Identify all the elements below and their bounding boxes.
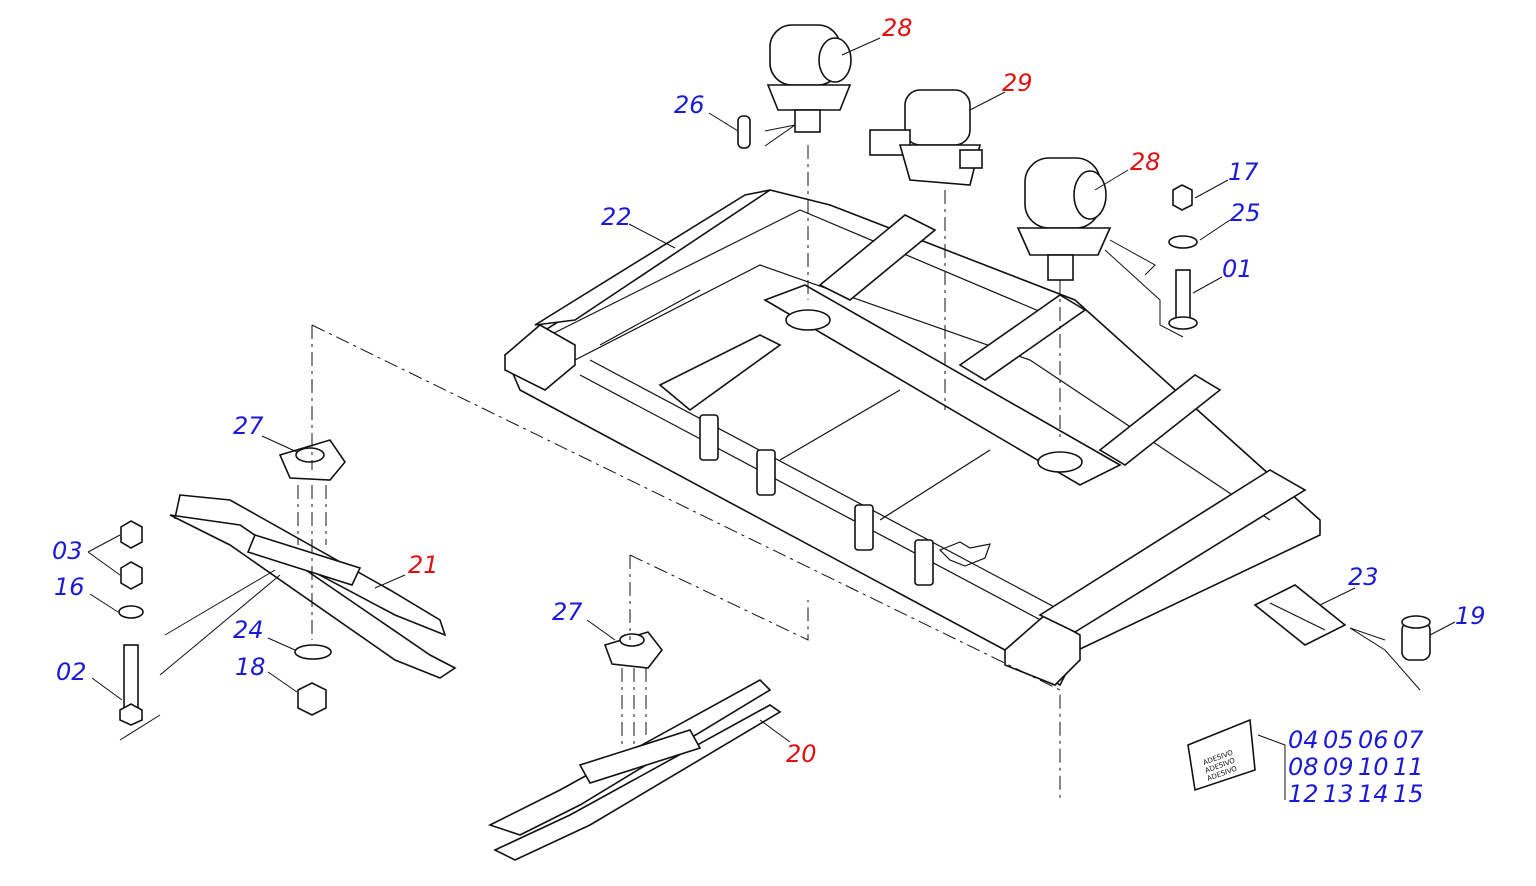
callout-26: 26 bbox=[674, 91, 705, 119]
sticker-num-07: 07 bbox=[1393, 726, 1424, 754]
sticker-num-14: 14 bbox=[1358, 780, 1389, 808]
callout-27-center: 27 bbox=[552, 598, 583, 626]
sticker-num-05: 05 bbox=[1323, 726, 1354, 754]
gearbox-center bbox=[869, 89, 983, 186]
plate-part bbox=[1253, 584, 1347, 646]
callout-labels: 28 29 28 26 22 17 25 01 27 27 03 16 02 2… bbox=[52, 14, 1486, 768]
callout-28-left: 28 bbox=[882, 14, 913, 42]
sticker-num-15: 15 bbox=[1393, 780, 1424, 808]
bolt-set-right bbox=[1168, 184, 1198, 330]
key-part bbox=[737, 115, 751, 149]
blade-20 bbox=[487, 679, 782, 861]
callout-03: 03 bbox=[52, 537, 83, 565]
callout-25: 25 bbox=[1230, 199, 1261, 227]
callout-27-left: 27 bbox=[233, 412, 264, 440]
sticker-num-12: 12 bbox=[1288, 780, 1319, 808]
washer-part bbox=[294, 644, 332, 660]
sticker-num-08: 08 bbox=[1288, 753, 1319, 781]
callout-21: 21 bbox=[408, 551, 439, 579]
sticker-num-11: 11 bbox=[1393, 753, 1424, 781]
gearbox-right bbox=[1016, 157, 1112, 281]
sticker-num-04: 04 bbox=[1288, 726, 1319, 754]
assembly-centerlines bbox=[297, 145, 1061, 800]
callout-16: 16 bbox=[54, 573, 85, 601]
callout-24: 24 bbox=[233, 616, 264, 644]
callout-19: 19 bbox=[1455, 602, 1486, 630]
nut-part bbox=[297, 682, 327, 716]
sticker-num-09: 09 bbox=[1323, 753, 1354, 781]
sticker-num-13: 13 bbox=[1323, 780, 1354, 808]
sticker-number-grid: 04 05 06 07 08 09 10 11 12 13 14 15 bbox=[1288, 726, 1424, 808]
blade-hub-center bbox=[603, 631, 664, 669]
sticker-num-06: 06 bbox=[1358, 726, 1389, 754]
callout-28-right: 28 bbox=[1130, 148, 1161, 176]
sticker-packet: ADESIVO ADESIVO ADESIVO bbox=[1187, 718, 1256, 792]
bolt-set-left bbox=[118, 520, 144, 726]
callout-23: 23 bbox=[1348, 563, 1379, 591]
callout-22: 22 bbox=[601, 203, 632, 231]
gearbox-left bbox=[766, 24, 852, 133]
callout-18: 18 bbox=[235, 653, 266, 681]
leader-lines bbox=[87, 37, 1456, 800]
callout-01: 01 bbox=[1222, 255, 1253, 283]
mower-deck-frame bbox=[503, 189, 1321, 687]
callout-02: 02 bbox=[56, 658, 87, 686]
callout-20: 20 bbox=[786, 740, 817, 768]
sticker-num-10: 10 bbox=[1358, 753, 1389, 781]
callout-29: 29 bbox=[1002, 69, 1033, 97]
roller-part bbox=[1401, 615, 1431, 661]
callout-17: 17 bbox=[1228, 158, 1259, 186]
